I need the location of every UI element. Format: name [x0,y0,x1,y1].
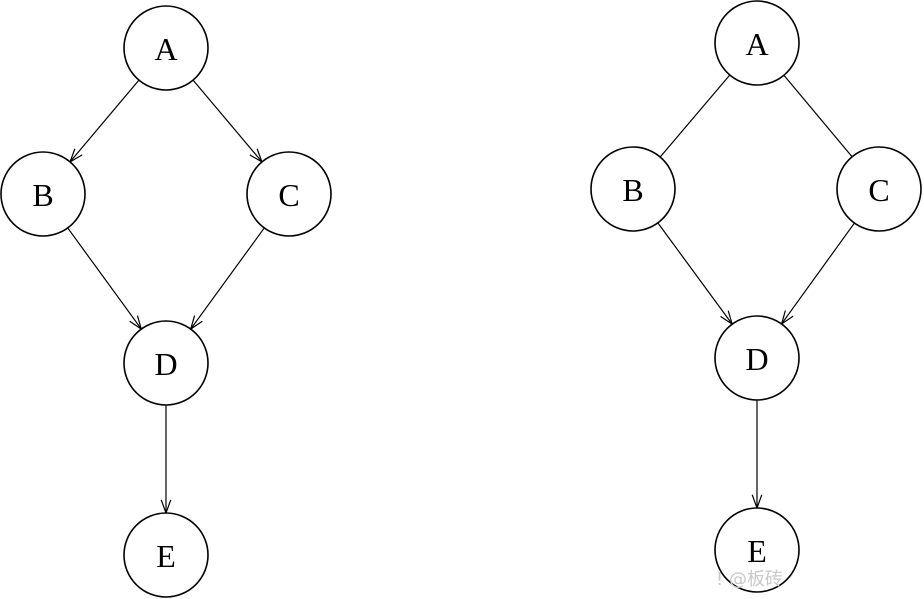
node-circle [123,512,209,598]
node-label: D [154,346,177,382]
node-label: A [745,26,768,62]
edge-right-b-d [657,222,734,326]
node-label: A [154,31,177,67]
node-left-d: D [123,320,209,406]
edge-line [192,79,263,163]
node-circle [590,146,676,232]
node-label: B [32,177,53,213]
edge-left-c-d [189,227,265,331]
node-label: B [622,172,643,208]
node-circle [714,507,800,593]
node-left-e: E [123,512,209,598]
edge-line [783,74,853,158]
node-left-c: C [246,151,332,237]
node-circle [123,5,209,91]
node-label: D [745,341,768,377]
edge-left-d-e [160,405,172,515]
node-circle [246,151,332,237]
graph-left: A B C D E [0,5,332,598]
edge-right-a-b [659,74,731,158]
edge-left-a-b [68,79,140,164]
node-right-a: A [714,0,800,86]
edge-left-a-c [192,79,264,164]
watermark-text: ! @板砖 [716,569,783,590]
node-circle [836,146,922,232]
node-left-b: B [0,151,86,237]
node-label: E [156,538,176,574]
edge-right-a-c [783,74,853,158]
edge-line [69,79,140,163]
edge-right-c-d [780,222,855,326]
node-right-e: E [714,507,800,593]
node-circle [0,151,86,237]
edge-right-d-e [751,400,763,510]
edge-line [659,74,731,158]
node-left-a: A [123,5,209,91]
edge-line [190,227,265,330]
graph-right: A B C D E [590,0,922,593]
node-right-b: B [590,146,676,232]
node-circle [714,315,800,401]
node-right-c: C [836,146,922,232]
node-label: C [278,177,299,213]
edge-left-b-d [67,227,143,331]
edge-line [781,222,855,325]
node-circle [714,0,800,86]
node-label: E [747,533,767,569]
node-circle [123,320,209,406]
node-right-d: D [714,315,800,401]
edge-line [657,222,733,325]
edge-line [67,227,142,330]
node-label: C [868,172,889,208]
